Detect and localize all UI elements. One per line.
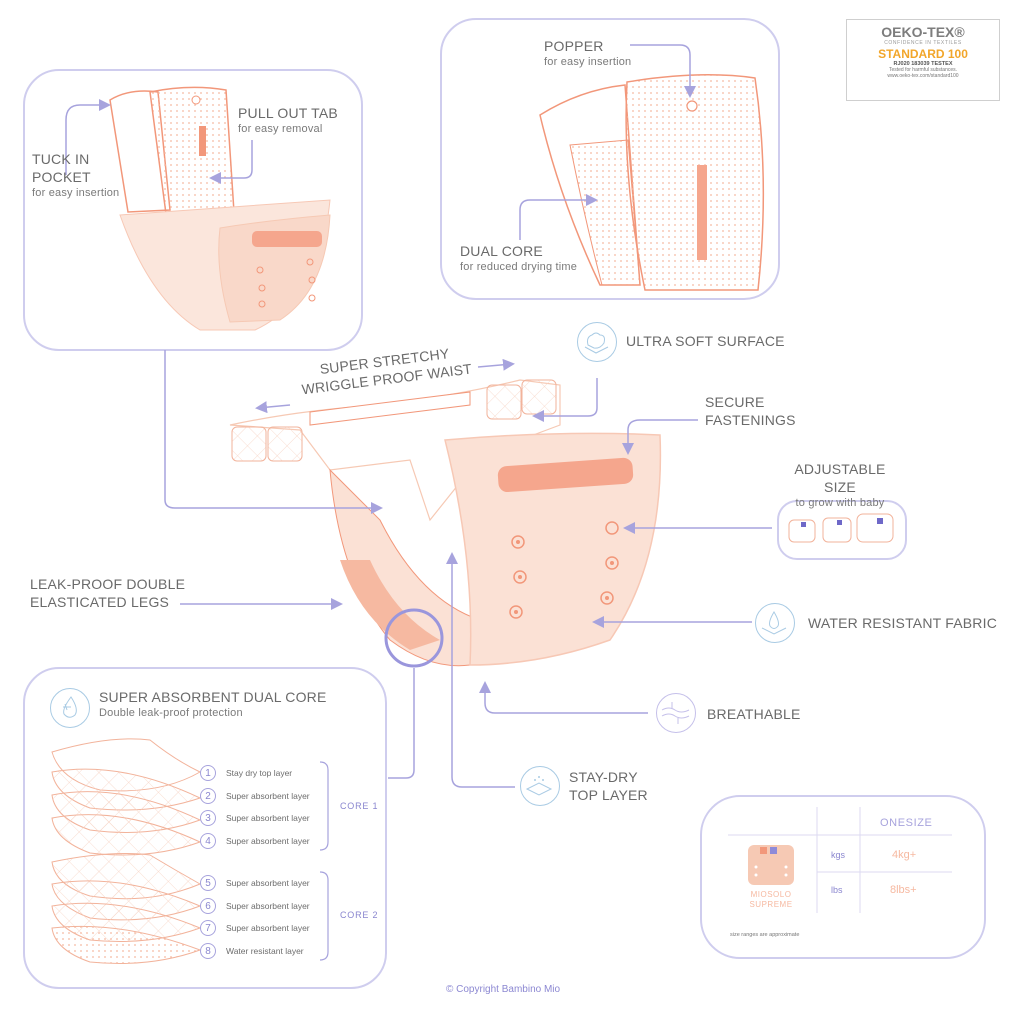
secure-line1: SECURE — [705, 394, 765, 410]
pull-out-tab-label: PULL OUT TAB for easy removal — [238, 104, 338, 136]
layer-label: Super absorbent layer — [226, 836, 310, 846]
main-nappy-drawing — [229, 379, 662, 668]
layer-number: 3 — [200, 810, 216, 826]
adjustable-title: ADJUSTABLE SIZE — [794, 461, 886, 495]
layer-label: Water resistant layer — [226, 946, 304, 956]
pull-title: PULL OUT TAB — [238, 105, 338, 121]
unit-lbs: lbs — [831, 885, 843, 895]
size-chart-panel — [700, 795, 986, 959]
tuck-in-pocket-label: TUCK IN POCKET for easy insertion — [32, 150, 119, 200]
callout-lines — [164, 350, 772, 788]
oeko-tex-badge: OEKO-TEX® CONFIDENCE IN TEXTILES STANDAR… — [846, 19, 1000, 101]
unit-kgs: kgs — [831, 850, 846, 860]
layer-item: 6 Super absorbent layer — [200, 897, 310, 915]
size-note: size ranges are approximate — [730, 932, 800, 938]
layer-label: Stay dry top layer — [226, 768, 293, 778]
adjustable-size-label: ADJUSTABLE SIZE to grow with baby — [778, 460, 902, 510]
popper-label: POPPER for easy insertion — [544, 37, 631, 69]
layer-number: 5 — [200, 875, 216, 891]
value-lbs: 8lbs+ — [890, 884, 917, 896]
pull-subtitle: for easy removal — [238, 123, 323, 135]
size-progression-icons — [788, 513, 894, 543]
value-kgs: 4kg+ — [892, 849, 917, 861]
oeko-brand: OEKO-TEX® — [881, 24, 965, 40]
layer-label: Super absorbent layer — [226, 923, 310, 933]
oeko-url: www.oeko-tex.com/standard100 — [887, 73, 959, 79]
dual-core-drawing — [519, 44, 765, 291]
onesize-header: ONESIZE — [880, 817, 933, 829]
dual-core-label: DUAL CORE for reduced drying time — [460, 242, 577, 274]
tuck-subtitle: for easy insertion — [32, 187, 120, 199]
layer-label: Super absorbent layer — [226, 901, 310, 911]
stay-dry-label: STAY-DRY TOP LAYER — [569, 768, 648, 804]
secure-fastenings-label: SECURE FASTENINGS — [705, 393, 796, 429]
layer-label: Super absorbent layer — [226, 813, 310, 823]
layer-item: 1 Stay dry top layer — [200, 764, 292, 782]
layer-item: 7 Super absorbent layer — [200, 919, 310, 937]
layer-item: 5 Super absorbent layer — [200, 874, 310, 892]
ultra-soft-icon — [577, 322, 617, 362]
stay-dry-icon — [520, 766, 560, 806]
oeko-standard: STANDARD 100 — [878, 47, 968, 61]
layer-number: 4 — [200, 833, 216, 849]
absorbent-title: SUPER ABSORBENT DUAL CORE — [99, 689, 327, 705]
layer-number: 6 — [200, 898, 216, 914]
dual-title: DUAL CORE — [460, 243, 543, 259]
oeko-tested: Tested for harmful substances. — [888, 67, 958, 73]
stay-dry-line2: TOP LAYER — [569, 787, 648, 803]
secure-line2: FASTENINGS — [705, 412, 796, 428]
core-brackets — [319, 761, 329, 961]
layer-label: Super absorbent layer — [226, 791, 310, 801]
core-2-label: CORE 2 — [340, 910, 379, 920]
breathable-label: BREATHABLE — [707, 706, 801, 722]
absorbent-subtitle: Double leak-proof protection — [99, 707, 243, 719]
absorbent-drop-icon — [50, 688, 90, 728]
legs-line1: LEAK-PROOF DOUBLE — [30, 576, 186, 592]
absorbent-core-title: SUPER ABSORBENT DUAL CORE Double leak-pr… — [99, 688, 327, 720]
product-name: MIOSOLO SUPREME — [740, 890, 802, 910]
product-line1: MIOSOLO — [750, 890, 792, 899]
legs-line2: ELASTICATED LEGS — [30, 594, 170, 610]
breathable-icon — [656, 693, 696, 733]
core-1-label: CORE 1 — [340, 801, 379, 811]
layer-number: 8 — [200, 943, 216, 959]
elasticated-legs-label: LEAK-PROOF DOUBLE ELASTICATED LEGS — [30, 575, 185, 611]
layer-item: 4 Super absorbent layer — [200, 832, 310, 850]
oeko-tagline: CONFIDENCE IN TEXTILES — [884, 40, 962, 46]
water-resistant-label: WATER RESISTANT FABRIC — [808, 615, 998, 631]
layer-number: 1 — [200, 765, 216, 781]
dual-subtitle: for reduced drying time — [460, 261, 578, 273]
size-table-grid — [728, 807, 952, 913]
product-line2: SUPREME — [749, 900, 793, 909]
oeko-code: RJ020 183039 TESTEX — [893, 61, 953, 67]
layer-number: 7 — [200, 920, 216, 936]
layer-number: 2 — [200, 788, 216, 804]
adjustable-subtitle: to grow with baby — [795, 497, 885, 509]
pocket-insert-drawing — [65, 86, 331, 331]
copyright-text: © Copyright Bambino Mio — [446, 984, 561, 995]
size-table: MIOSOLO SUPREME ONESIZE kgs 4kg+ lbs 8lb… — [700, 795, 982, 955]
layer-label: Super absorbent layer — [226, 878, 310, 888]
tuck-line1: TUCK IN — [32, 151, 90, 167]
layer-item: 8 Water resistant layer — [200, 942, 304, 960]
ultra-soft-label: ULTRA SOFT SURFACE — [626, 333, 785, 349]
core-layers-drawing — [51, 738, 202, 964]
popper-subtitle: for easy insertion — [544, 56, 632, 68]
stay-dry-line1: STAY-DRY — [569, 769, 638, 785]
water-drop-icon — [755, 603, 795, 643]
layer-item: 3 Super absorbent layer — [200, 809, 310, 827]
layer-item: 2 Super absorbent layer — [200, 787, 310, 805]
popper-title: POPPER — [544, 38, 604, 54]
tuck-line2: POCKET — [32, 169, 91, 185]
